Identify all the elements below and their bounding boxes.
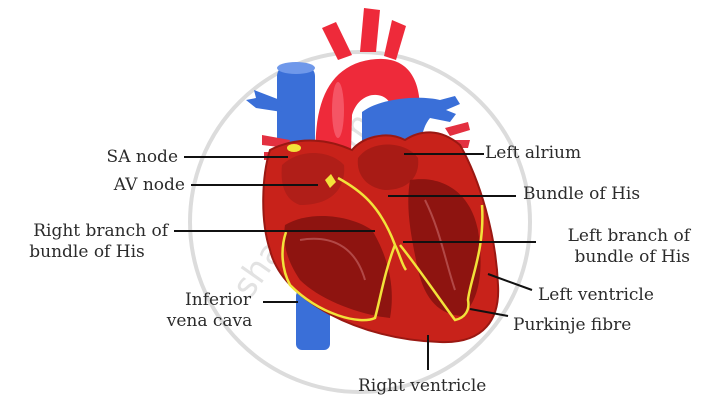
av-node-marker [325,174,336,188]
sa-node-marker [287,144,301,152]
leader-lines [174,153,536,370]
label-sa-node: SA node [106,147,178,167]
left-ventricle-leader [487,273,533,291]
label-right-ventricle: Right ventricle [358,376,487,396]
left-branch-path [399,204,484,322]
label-bundle-of-his: Bundle of His [523,184,641,204]
purkinje-leader [469,308,509,317]
label-left-ventricle: Left ventricle [538,285,654,305]
label-left-branch-of-bundle-of-his: Left branch of bundle of His [567,226,690,267]
right-branch-path [281,231,397,322]
conduction-system [281,144,484,322]
label-right-branch-of-bundle-of-his: Right branch of bundle of His [29,221,168,262]
label-av-node: AV node [113,175,185,195]
bundle-of-his-path [337,176,408,271]
heart-body [262,131,500,344]
label-left-atrium: Left alrium [485,143,582,163]
label-inferior-vena-cava: Inferior vena cava [166,290,253,331]
label-purkinje-fibre: Purkinje fibre [513,315,632,335]
